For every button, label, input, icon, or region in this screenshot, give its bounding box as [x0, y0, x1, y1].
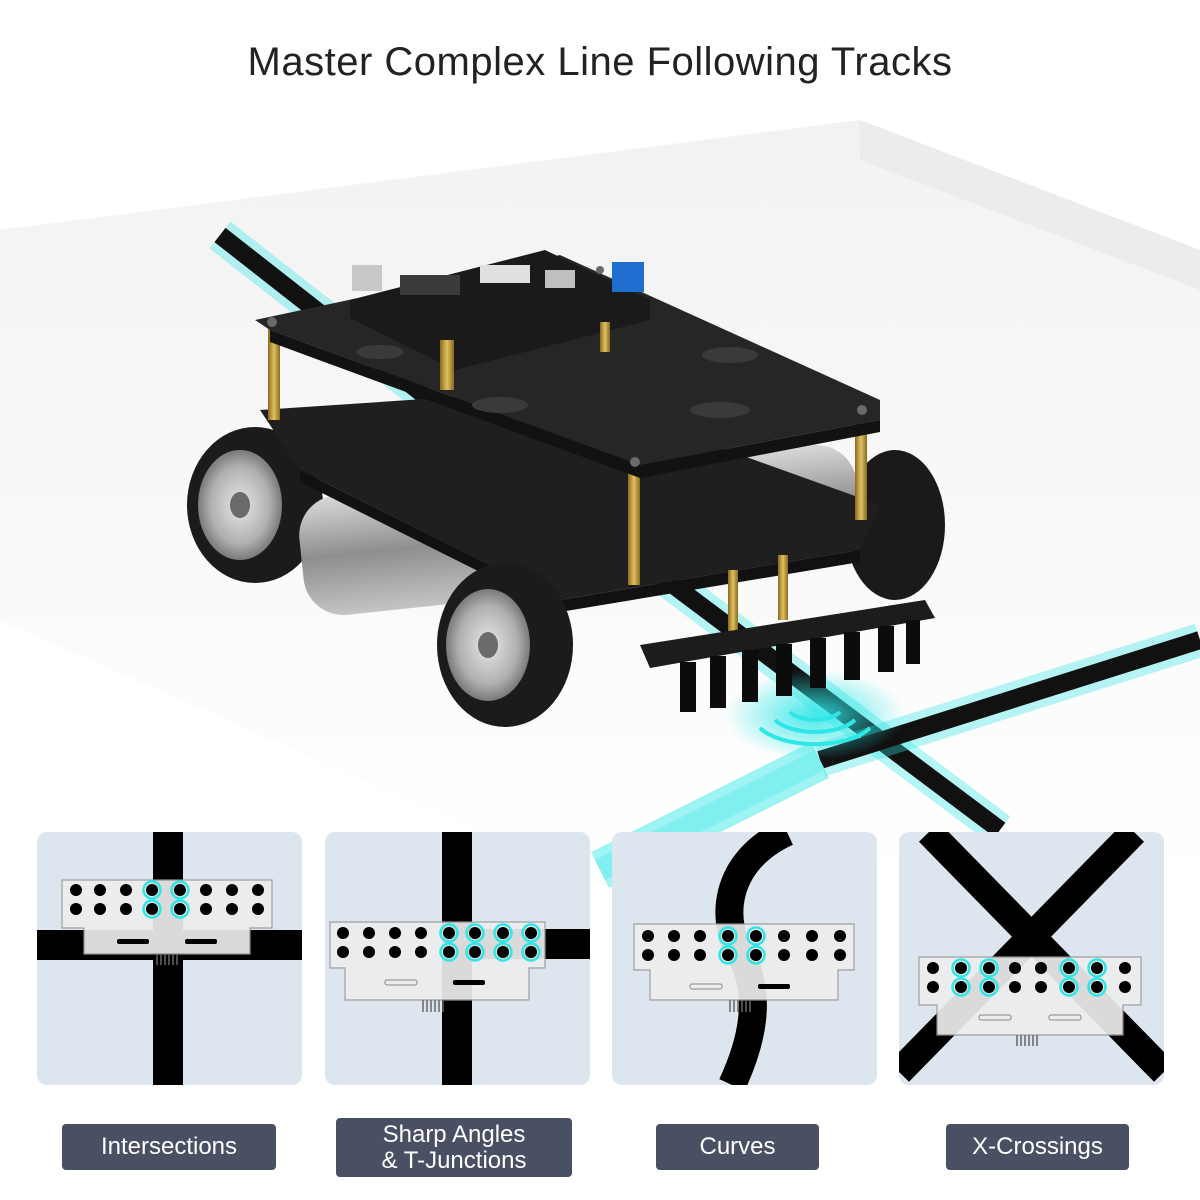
- label-curves: Curves: [656, 1124, 819, 1170]
- wheel-rear-right: [845, 450, 945, 600]
- label-intersections: Intersections: [62, 1124, 276, 1170]
- wheel-front-left: [437, 563, 573, 727]
- floor-mat-edge: [860, 120, 1200, 290]
- sensor-board: [61, 879, 273, 955]
- lower-chassis-plate: [260, 390, 880, 600]
- usb-port: [352, 265, 382, 291]
- line-sensor-bar: [640, 600, 935, 668]
- page-headline: Master Complex Line Following Tracks: [247, 40, 953, 84]
- sensor-board: [329, 921, 546, 1001]
- label-x-crossings: X-Crossings: [946, 1124, 1129, 1170]
- sensor-board: [918, 956, 1142, 1036]
- panel-x-crossings: [899, 832, 1164, 1085]
- wheel-rear-left: [187, 427, 323, 583]
- track-line-diagonal-a: [918, 832, 1164, 1082]
- panel-curves: [612, 832, 877, 1085]
- sensor-signal-waves: [758, 710, 872, 747]
- terminal-block: [612, 262, 644, 292]
- sensor-glow: [725, 670, 905, 760]
- label-sharp-angles: Sharp Angles & T-Junctions: [336, 1118, 572, 1177]
- sensor-board: [633, 923, 855, 1001]
- panel-intersections: [37, 832, 302, 1085]
- brass-standoffs: [268, 325, 867, 635]
- panel-sharp-angles: [325, 832, 590, 1085]
